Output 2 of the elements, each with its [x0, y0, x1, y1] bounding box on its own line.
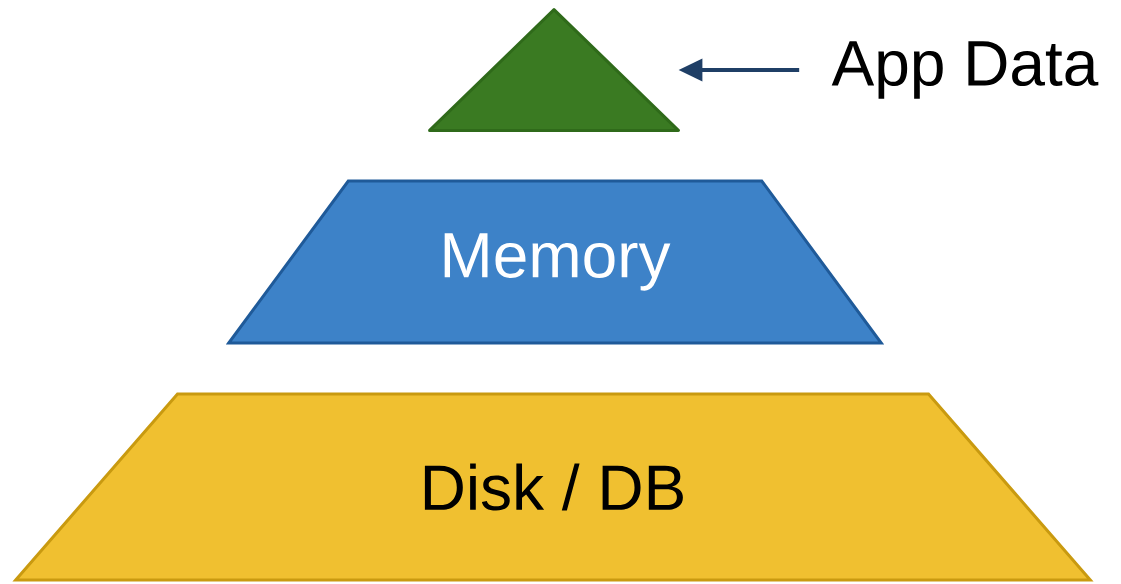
pyramid-tier [428, 8, 680, 132]
label-text: App Data [831, 41, 1099, 99]
